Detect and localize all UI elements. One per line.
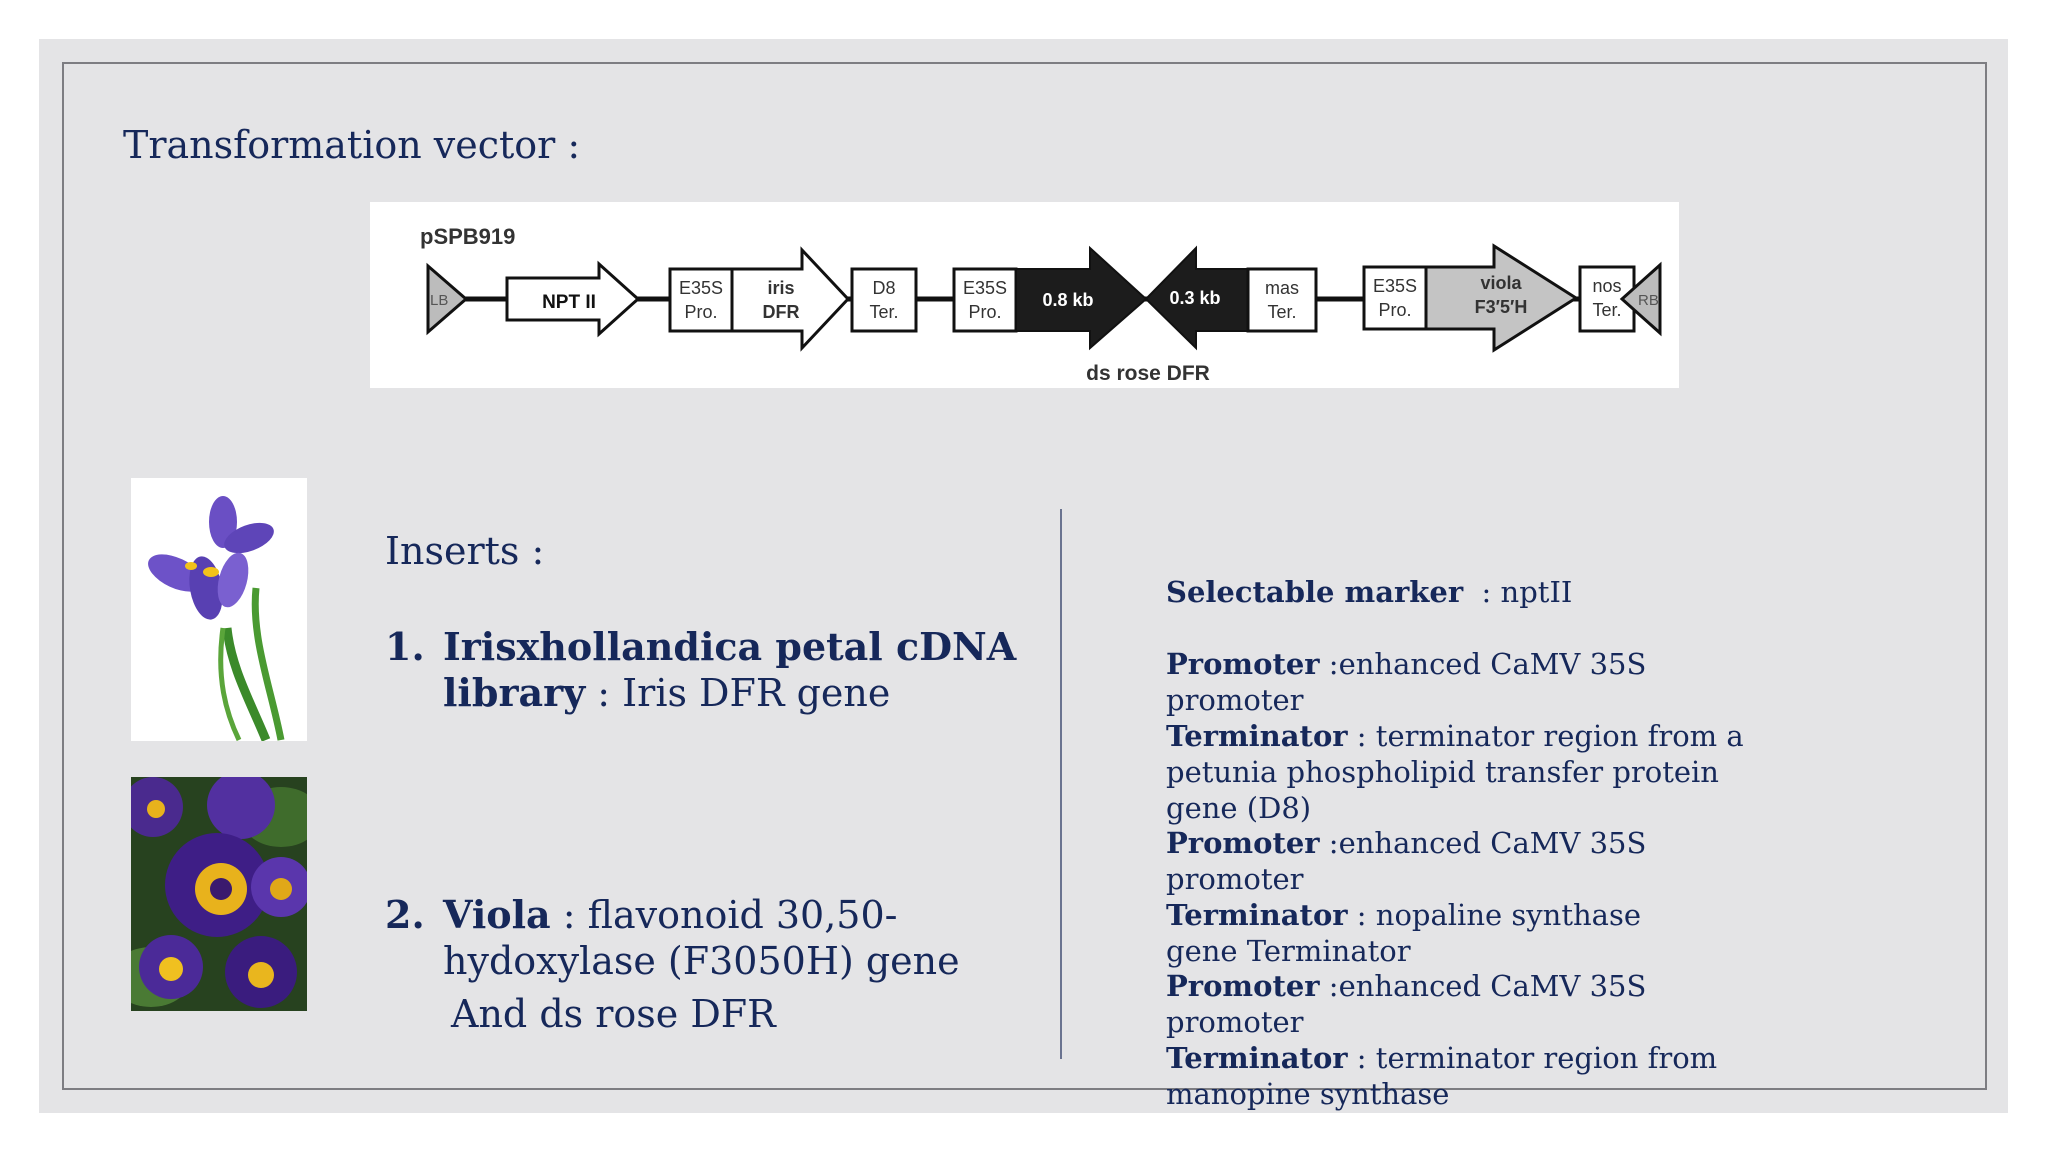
additional-insert: And ds rose DFR — [451, 992, 776, 1036]
viola-bottom: F3′5′H — [1475, 297, 1528, 317]
iris-bottom: DFR — [763, 302, 800, 322]
insert-1-source: Irisxhollandica petal cDNA library — [443, 624, 1017, 715]
terminator-3-value: : terminator region from manopine syntha… — [1166, 1041, 1718, 1111]
promoter-1-label: Promoter — [1166, 647, 1320, 681]
insert-2-number: 2. — [385, 892, 425, 937]
marker-value: : nptII — [1463, 575, 1573, 609]
vector-map: pSPB919 LB NPT II E35S Pro. iris DFR D8 … — [370, 202, 1679, 388]
detail-block-3: Promoter :enhanced CaMV 35S promoter Ter… — [1166, 968, 1786, 1112]
selectable-marker: Selectable marker : nptII — [1166, 574, 1786, 610]
viola-top: viola — [1480, 273, 1522, 293]
detail-block-1: Promoter :enhanced CaMV 35S promoter Ter… — [1166, 646, 1786, 826]
promoter-3-value: :enhanced CaMV 35S promoter — [1166, 969, 1647, 1039]
right-border — [1619, 261, 1662, 337]
column-divider — [1060, 509, 1062, 1059]
e35s-2-bottom: Pro. — [968, 302, 1001, 322]
terminator-1-label: Terminator — [1166, 719, 1348, 753]
nos-top: nos — [1592, 276, 1621, 296]
d8-top: D8 — [872, 278, 895, 298]
e35s-1-top: E35S — [679, 278, 723, 298]
e35s-promoter-2 — [952, 267, 1018, 333]
detail-block-2: Promoter :enhanced CaMV 35S promoter Ter… — [1166, 825, 1786, 969]
ds-rose-dfr-label: ds rose DFR — [1086, 362, 1210, 385]
insert-2-gene: : flavonoid 30,50-hydoxylase (F3050H) ge… — [443, 893, 960, 983]
e35s-promoter-1 — [668, 267, 734, 333]
rb-label: RB — [1638, 292, 1659, 309]
iris-top: iris — [767, 278, 794, 298]
vector-name: pSPB919 — [420, 224, 515, 249]
mas-terminator — [1246, 267, 1318, 333]
insert-2-source: Viola — [443, 892, 551, 937]
npt-arrow — [505, 260, 641, 338]
viola-arrow — [1424, 243, 1579, 353]
nos-bottom: Ter. — [1592, 300, 1621, 320]
insert-1-gene: : Iris DFR gene — [585, 671, 891, 715]
rose-dfr-forward — [1015, 245, 1148, 351]
terminator-1-value: : terminator region from a petunia phosp… — [1166, 719, 1744, 825]
d8-terminator — [850, 267, 918, 333]
promoter-3-label: Promoter — [1166, 969, 1320, 1003]
e35s-3-bottom: Pro. — [1378, 300, 1411, 320]
slide-frame — [62, 62, 1987, 1090]
terminator-3-label: Terminator — [1166, 1041, 1348, 1075]
iris-dfr-arrow — [730, 246, 851, 352]
iris-photo — [131, 478, 307, 741]
promoter-2-label: Promoter — [1166, 826, 1320, 860]
slide-title: Transformation vector : — [123, 123, 581, 167]
slide: Transformation vector : pSPB919 LB NPT I… — [39, 39, 2008, 1113]
promoter-2-value: :enhanced CaMV 35S promoter — [1166, 826, 1647, 896]
mas-bottom: Ter. — [1267, 302, 1296, 322]
insert-1-number: 1. — [385, 624, 425, 669]
kb08-label: 0.8 kb — [1042, 290, 1093, 310]
d8-bottom: Ter. — [869, 302, 898, 322]
e35s-1-bottom: Pro. — [684, 302, 717, 322]
terminator-2-label: Terminator — [1166, 898, 1348, 932]
marker-label: Selectable marker — [1166, 575, 1464, 609]
lb-label: LB — [430, 292, 448, 309]
mas-top: mas — [1265, 278, 1299, 298]
promoter-1-value: :enhanced CaMV 35S promoter — [1166, 647, 1647, 717]
inserts-heading: Inserts : — [385, 529, 545, 573]
e35s-2-top: E35S — [963, 278, 1007, 298]
left-border — [426, 262, 469, 336]
e35s-3-top: E35S — [1373, 276, 1417, 296]
terminator-2-value: : nopaline synthase gene Terminator — [1166, 898, 1641, 968]
npt-label: NPT II — [542, 292, 596, 313]
e35s-promoter-3 — [1362, 265, 1428, 331]
viola-photo — [131, 777, 307, 1011]
kb03-label: 0.3 kb — [1169, 288, 1220, 308]
